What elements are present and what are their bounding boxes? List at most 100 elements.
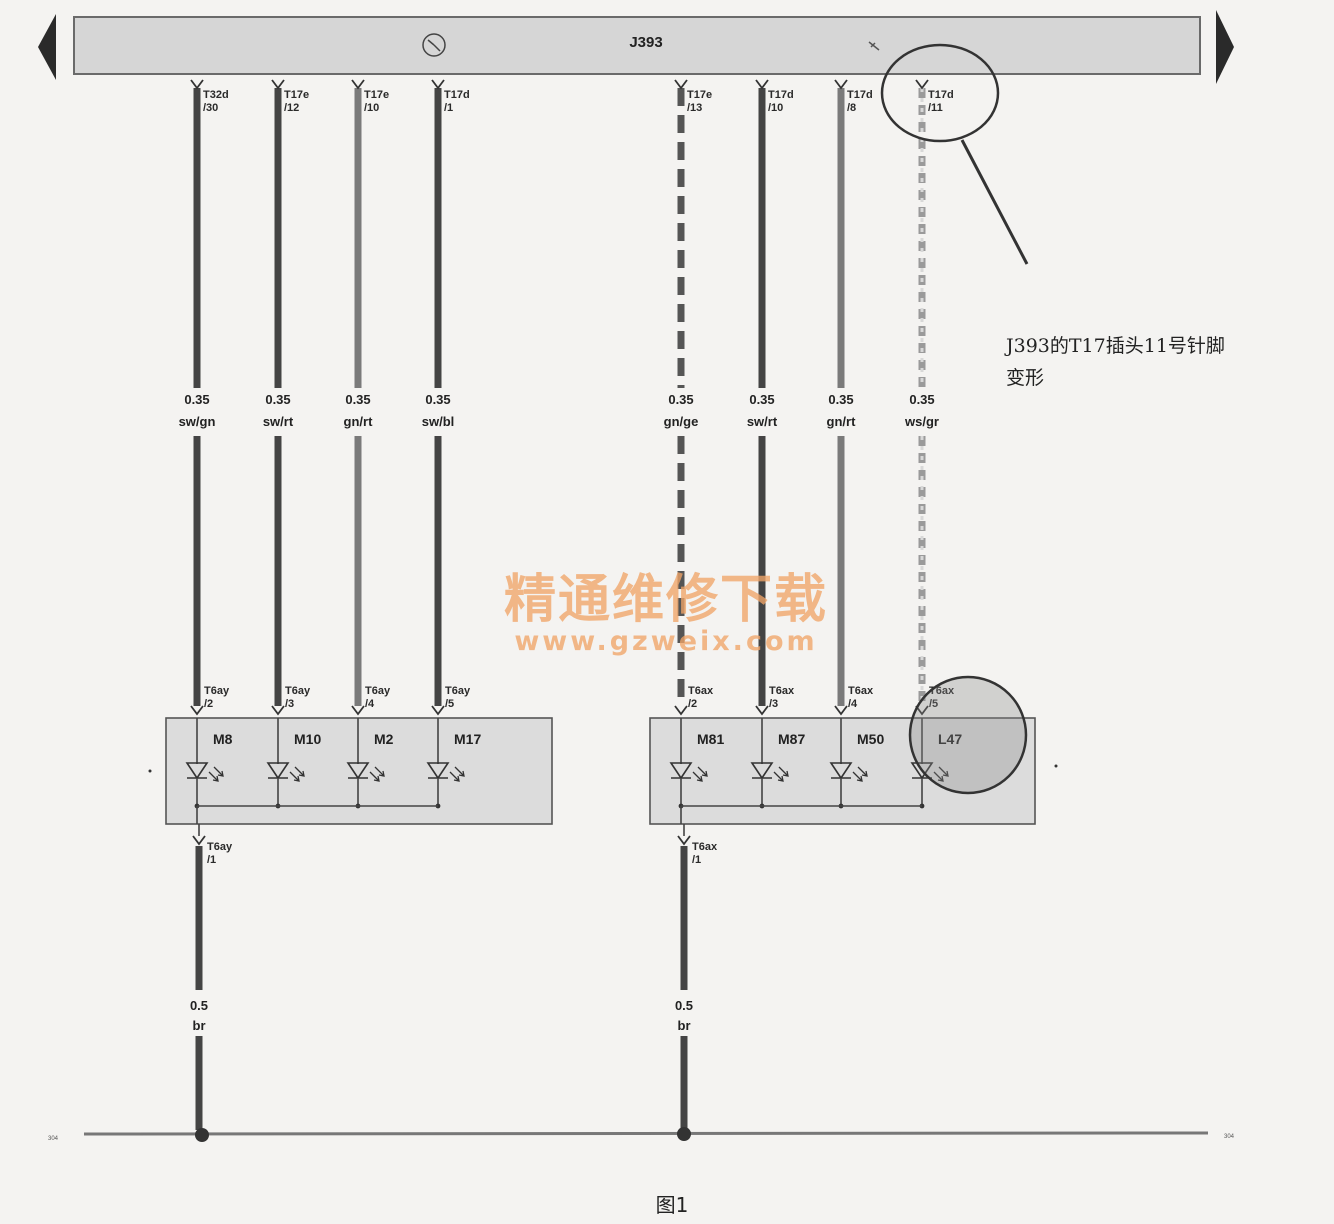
- led-m2: M2: [346, 718, 394, 809]
- led-m81: M81: [669, 718, 724, 809]
- bottom-pin-number: /3: [769, 698, 778, 710]
- wire-gauge: 0.35: [909, 392, 934, 407]
- led-triangle: [750, 762, 774, 780]
- top-pin-connector: T17e: [687, 89, 712, 101]
- top-pin-number: /30: [203, 102, 218, 114]
- ground-wire-color: br: [193, 1018, 206, 1033]
- wire-gauge: 0.35: [265, 392, 290, 407]
- ground-pin-number: /1: [207, 854, 216, 866]
- wire-top-connector-icon: [351, 79, 365, 90]
- top-pin-connector: T17d: [847, 89, 873, 101]
- ground-wire-gauge: 0.5: [675, 998, 693, 1013]
- wire-top-connector-icon: [755, 79, 769, 90]
- ground-tag-right: 304: [1224, 1134, 1235, 1140]
- component-label: M50: [857, 731, 884, 747]
- bottom-pin-number: /3: [285, 698, 294, 710]
- component-label: L47: [938, 731, 962, 747]
- wire-gauge: 0.35: [828, 392, 853, 407]
- led-emission-icon: [933, 766, 949, 782]
- ground-bus-line: [83, 1131, 1209, 1136]
- wire-color-code: ws/gr: [904, 414, 939, 429]
- led-l47: L47: [910, 718, 962, 809]
- ground-pin-connector: T6ax: [692, 841, 718, 853]
- ground-connector-icon: [192, 835, 206, 846]
- bottom-pin-connector: T6ay: [204, 685, 230, 697]
- wire-gauge: 0.35: [345, 392, 370, 407]
- top-pin-number: /8: [847, 102, 856, 114]
- ground-node-right: [677, 1127, 691, 1141]
- highlight-circle-l47: [908, 675, 1028, 795]
- annotation-line-1: J393的T17插头11号针脚: [1004, 335, 1225, 357]
- top-pin-connector: T17e: [364, 89, 389, 101]
- led-m10: M10: [266, 718, 321, 809]
- led-triangle: [910, 762, 934, 780]
- figure-caption: 图1: [656, 1193, 689, 1217]
- bottom-pin-number: /4: [365, 698, 375, 710]
- wire-top-connector-icon: [915, 79, 929, 90]
- bottom-pin-number: /4: [848, 698, 858, 710]
- bottom-pin-number: /2: [204, 698, 213, 710]
- wire-bottom-connector-icon: [834, 705, 848, 716]
- ground-node-left: [195, 1128, 209, 1142]
- wire-gauge: 0.35: [184, 392, 209, 407]
- ground-symbol-icon: [868, 41, 880, 51]
- annotation-line-2: 变形: [1006, 367, 1044, 389]
- bottom-pin-connector: T6ax: [769, 685, 795, 697]
- ground-wire-color: br: [678, 1018, 691, 1033]
- wire-bottom-connector-icon: [431, 705, 445, 716]
- component-label: M17: [454, 731, 481, 747]
- bottom-pin-number: /5: [445, 698, 454, 710]
- ground-connector-icon: [677, 835, 691, 846]
- wire-color-code: sw/gn: [179, 414, 216, 429]
- led-m17: M17: [426, 718, 481, 809]
- wire-gauge: 0.35: [749, 392, 774, 407]
- top-pin-connector: T17d: [444, 89, 470, 101]
- bus-bar: [73, 16, 1201, 75]
- top-pin-number: /10: [768, 102, 783, 114]
- wire-gauge: 0.35: [668, 392, 693, 407]
- stray-dot-right: [1054, 764, 1058, 768]
- top-pin-number: /12: [284, 102, 299, 114]
- watermark-url: www.gzweix.com: [514, 626, 817, 657]
- bottom-pin-connector: T6ax: [688, 685, 714, 697]
- bus-label: J393: [629, 34, 662, 51]
- top-pin-number: /13: [687, 102, 702, 114]
- wire-bottom-connector-icon: [915, 705, 929, 716]
- wire-bottom-connector-icon: [755, 705, 769, 716]
- wires: T32d/300.35sw/gnT6ay/2T17e/120.35sw/rtT6…: [179, 79, 955, 716]
- wire-bottom-connector-icon: [271, 705, 285, 716]
- wire-top-connector-icon: [834, 79, 848, 90]
- bottom-pin-connector: T6ax: [848, 685, 874, 697]
- top-pin-connector: T32d: [203, 89, 229, 101]
- wire-bottom-connector-icon: [351, 705, 365, 716]
- led-triangle: [346, 762, 370, 780]
- wire-color-code: gn/rt: [344, 414, 374, 429]
- wire-top-connector-icon: [431, 79, 445, 90]
- bottom-pin-connector: T6ay: [445, 685, 471, 697]
- watermark-title: 精通维修下载: [504, 570, 828, 630]
- led-emission-icon: [208, 766, 224, 782]
- led-m87: M87: [750, 718, 805, 809]
- led-triangle: [669, 762, 693, 780]
- ground-pin-number: /1: [692, 854, 701, 866]
- led-m50: M50: [829, 718, 884, 809]
- ground-wire-gauge: 0.5: [190, 998, 208, 1013]
- led-emission-icon: [852, 766, 868, 782]
- wire-color-code: gn/rt: [827, 414, 857, 429]
- wire-color-code: sw/bl: [422, 414, 455, 429]
- wire-gauge: 0.35: [425, 392, 450, 407]
- led-triangle: [266, 762, 290, 780]
- top-pin-connector: T17d: [768, 89, 794, 101]
- bus-arrow-left-icon: [38, 14, 56, 80]
- wire-bottom-connector-icon: [674, 705, 688, 716]
- fault-highlights: [880, 43, 1029, 795]
- led-emission-icon: [773, 766, 789, 782]
